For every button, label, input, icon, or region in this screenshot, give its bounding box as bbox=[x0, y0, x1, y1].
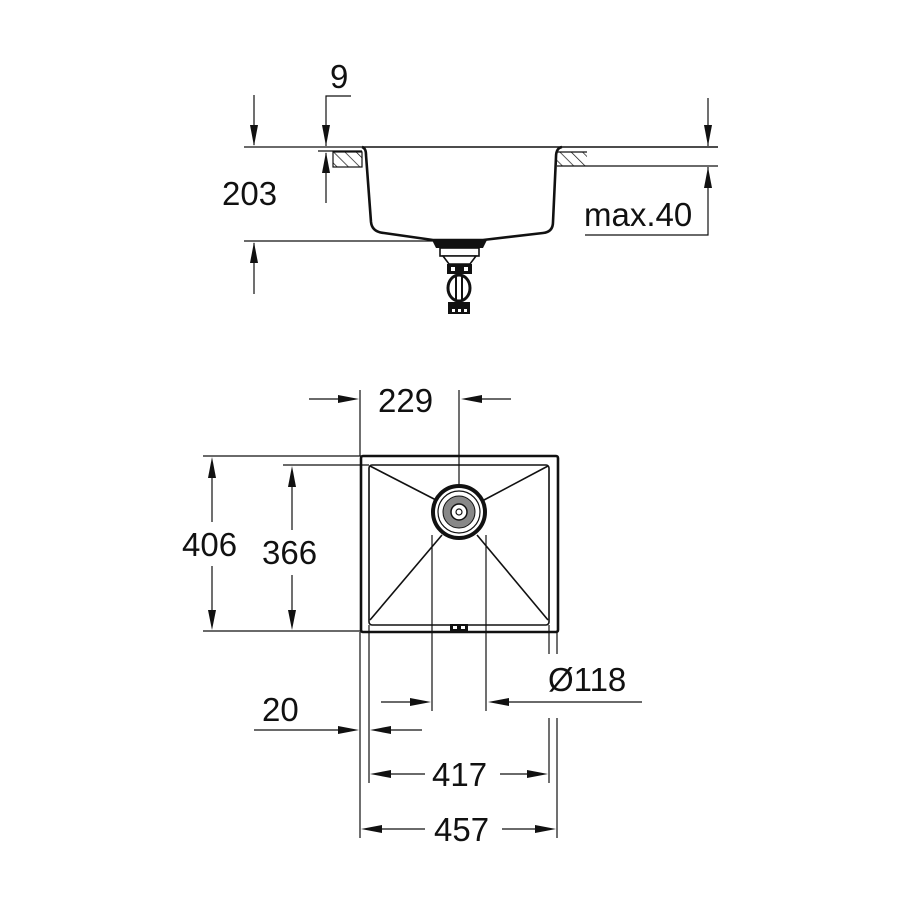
arrow-down-icon bbox=[322, 125, 330, 146]
arrow-up-icon bbox=[250, 242, 258, 263]
arrow-left-icon bbox=[461, 395, 482, 403]
dimension-inner-width: 417 bbox=[432, 756, 487, 793]
dimension-outer-width: 457 bbox=[434, 811, 489, 848]
top-view: 229 406 366 Ø118 20 bbox=[182, 382, 642, 848]
dimension-rim-thickness: 9 bbox=[330, 58, 348, 95]
arrow-up-icon bbox=[208, 457, 216, 478]
arrow-down-icon bbox=[208, 610, 216, 630]
dimension-outer-depth: 406 bbox=[182, 526, 237, 563]
arrow-down-icon bbox=[250, 125, 258, 146]
countertop-section-left bbox=[332, 151, 363, 168]
dimension-inner-depth: 366 bbox=[262, 534, 317, 571]
arrow-right-icon bbox=[410, 698, 431, 706]
overflow-slot bbox=[450, 624, 468, 631]
dimension-countertop-max: max.40 bbox=[584, 196, 692, 233]
arrow-up-icon bbox=[704, 167, 712, 188]
sink-bowl-profile bbox=[361, 145, 563, 242]
arrow-left-icon bbox=[361, 825, 382, 833]
dimension-drain-diameter: Ø118 bbox=[548, 661, 626, 698]
drain-icon bbox=[431, 484, 487, 540]
arrow-right-icon bbox=[527, 770, 548, 778]
arrow-right-icon bbox=[338, 395, 359, 403]
dimension-wall-offset: 20 bbox=[262, 691, 299, 728]
arrow-up-icon bbox=[322, 152, 330, 173]
dimension-depth: 203 bbox=[222, 175, 277, 212]
arrow-left-icon bbox=[488, 698, 509, 706]
arrow-left-icon bbox=[370, 726, 391, 734]
arrow-down-icon bbox=[704, 125, 712, 146]
countertop-section-right bbox=[557, 152, 587, 166]
side-view: 203 9 max.40 bbox=[222, 58, 718, 314]
drain-assembly bbox=[432, 240, 487, 314]
dimension-drain-offset: 229 bbox=[378, 382, 433, 419]
arrow-up-icon bbox=[288, 466, 296, 487]
arrow-down-icon bbox=[288, 610, 296, 630]
arrow-right-icon bbox=[338, 726, 359, 734]
arrow-left-icon bbox=[370, 770, 391, 778]
arrow-right-icon bbox=[535, 825, 556, 833]
